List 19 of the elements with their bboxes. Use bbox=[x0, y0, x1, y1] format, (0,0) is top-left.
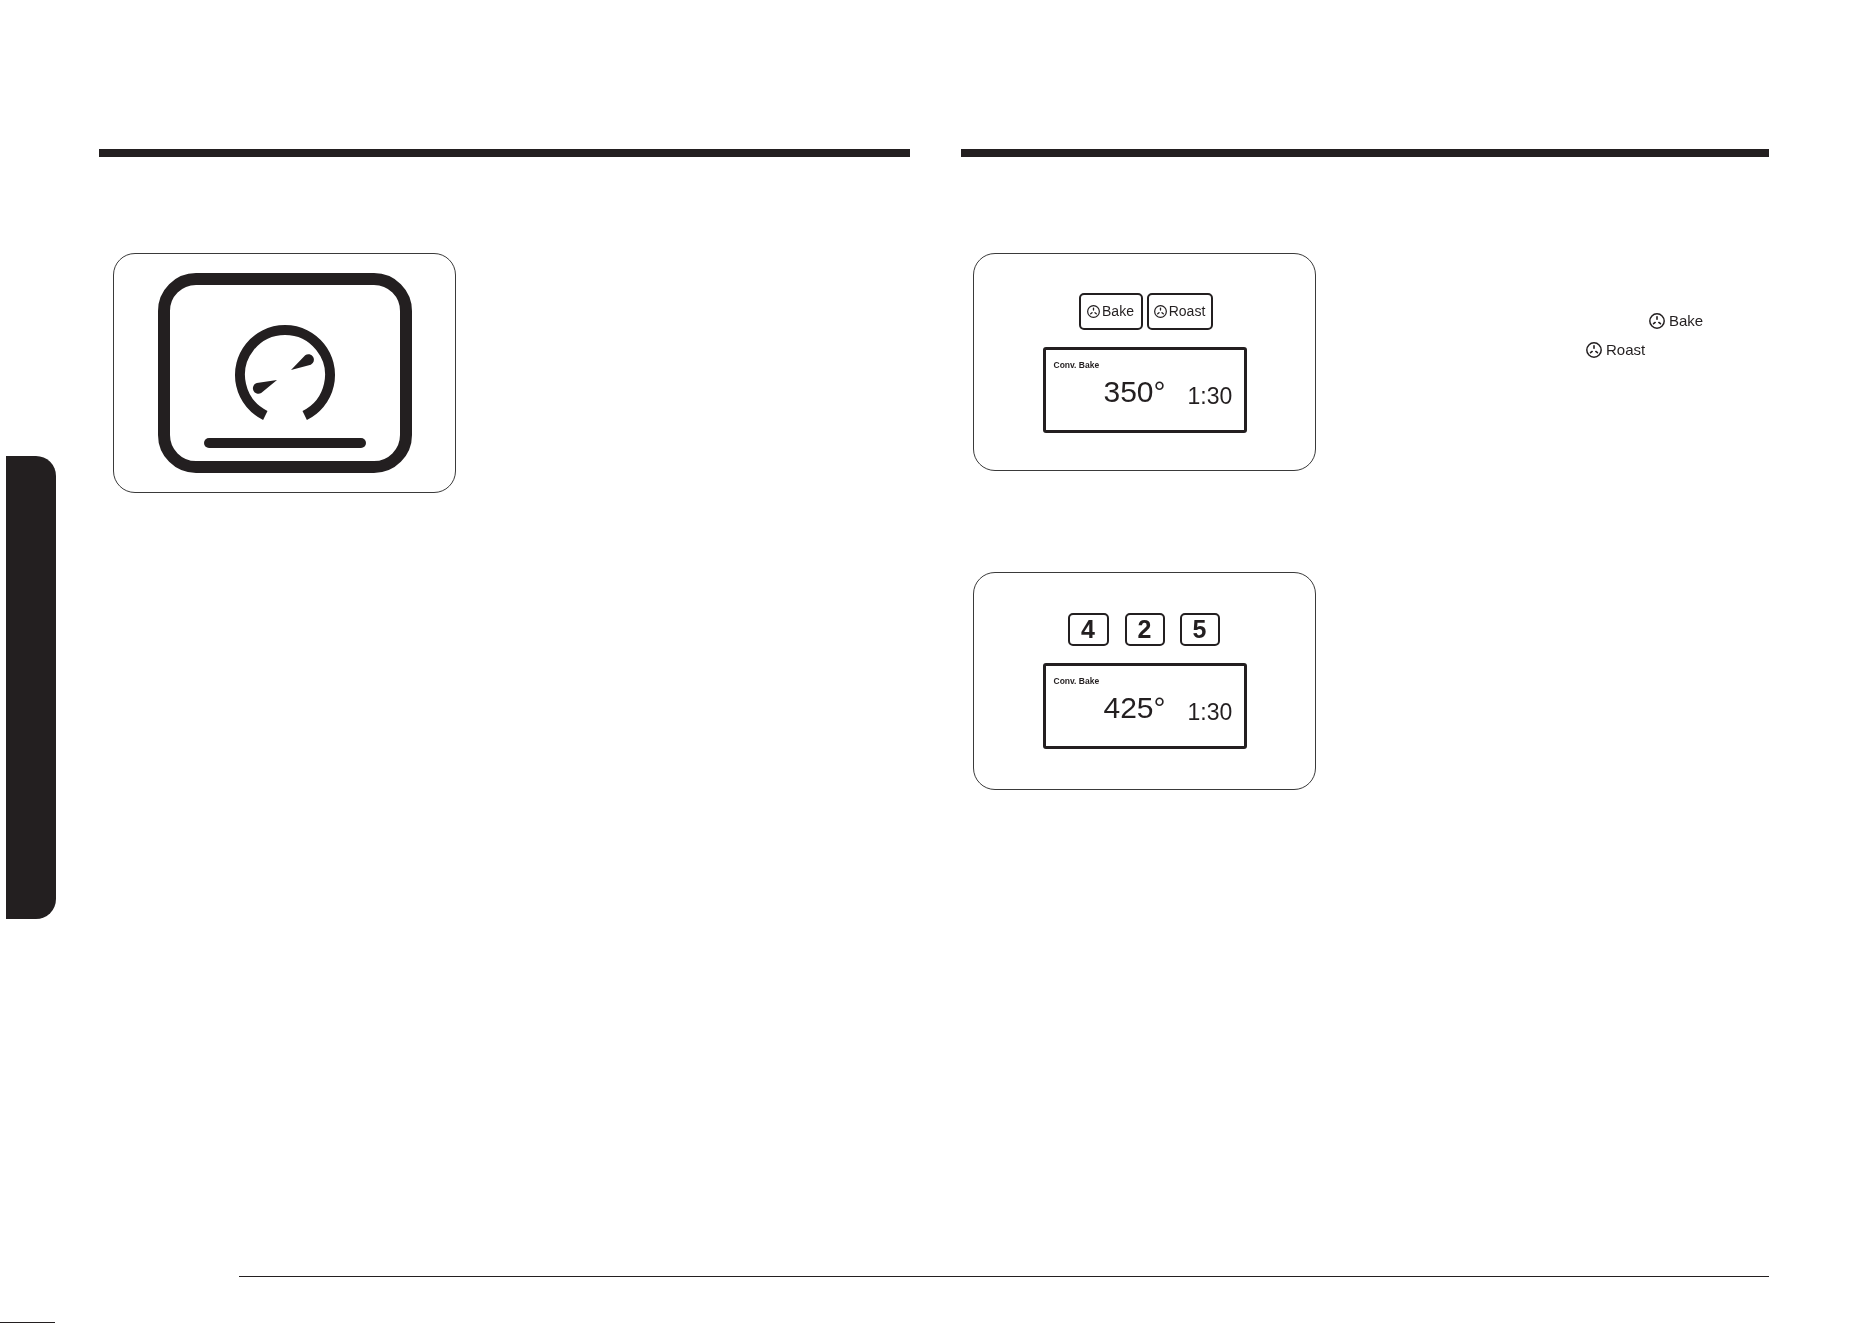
time-readout: 1:30 bbox=[1187, 700, 1233, 724]
mode-label: Bake bbox=[1669, 313, 1704, 328]
display-mode-label: Conv. Bake bbox=[1053, 676, 1100, 685]
lcd-display bbox=[1042, 662, 1247, 749]
side-tab bbox=[6, 456, 56, 919]
number-button: 5 bbox=[1179, 612, 1220, 646]
display-panel bbox=[973, 253, 1316, 471]
mode-button: Bake bbox=[1078, 292, 1143, 330]
time-readout: 1:30 bbox=[1187, 384, 1233, 408]
lcd-display bbox=[1042, 346, 1247, 433]
mode-button: Roast bbox=[1146, 292, 1213, 330]
temperature-readout: 425° bbox=[1103, 692, 1166, 723]
display-panel bbox=[973, 572, 1316, 790]
number-button: 4 bbox=[1067, 612, 1109, 646]
temperature-readout: 350° bbox=[1103, 376, 1166, 407]
display-mode-label: Conv. Bake bbox=[1053, 360, 1100, 369]
icon-panel bbox=[113, 253, 456, 493]
number-button: 2 bbox=[1124, 612, 1165, 646]
mode-label: Roast bbox=[1606, 342, 1646, 357]
